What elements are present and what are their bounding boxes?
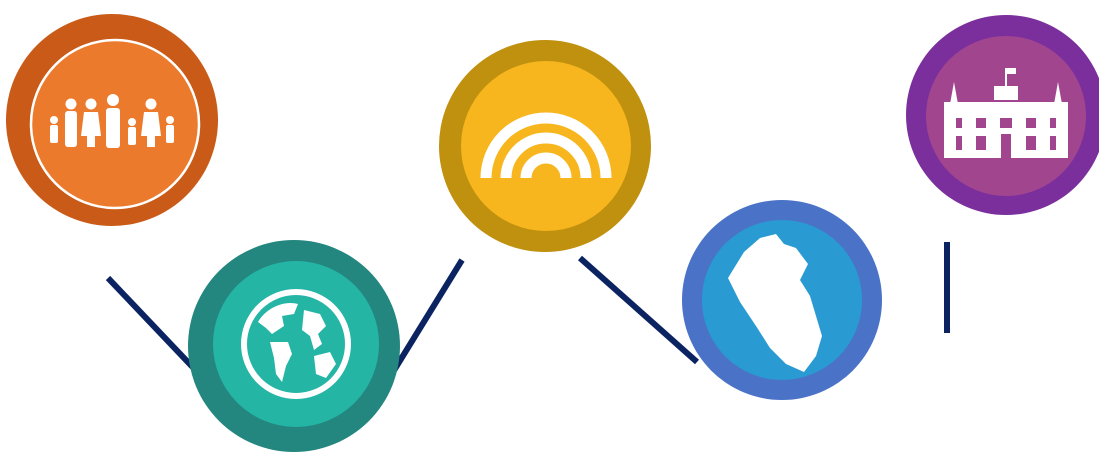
node-peru <box>682 200 882 400</box>
node-family <box>6 14 218 226</box>
peru-map-icon <box>728 234 822 372</box>
globe-disc <box>213 261 379 427</box>
globe-icon <box>241 289 351 399</box>
node-rainbow <box>439 40 651 252</box>
rainbow-disc <box>461 61 631 231</box>
node-palace <box>906 15 1099 215</box>
node-globe <box>188 240 400 452</box>
rainbow-icon <box>480 112 612 179</box>
family-inner-outline <box>29 38 201 210</box>
government-palace-icon <box>944 68 1068 158</box>
connector-rainbow-peru <box>578 255 699 365</box>
family-icon <box>50 94 174 148</box>
